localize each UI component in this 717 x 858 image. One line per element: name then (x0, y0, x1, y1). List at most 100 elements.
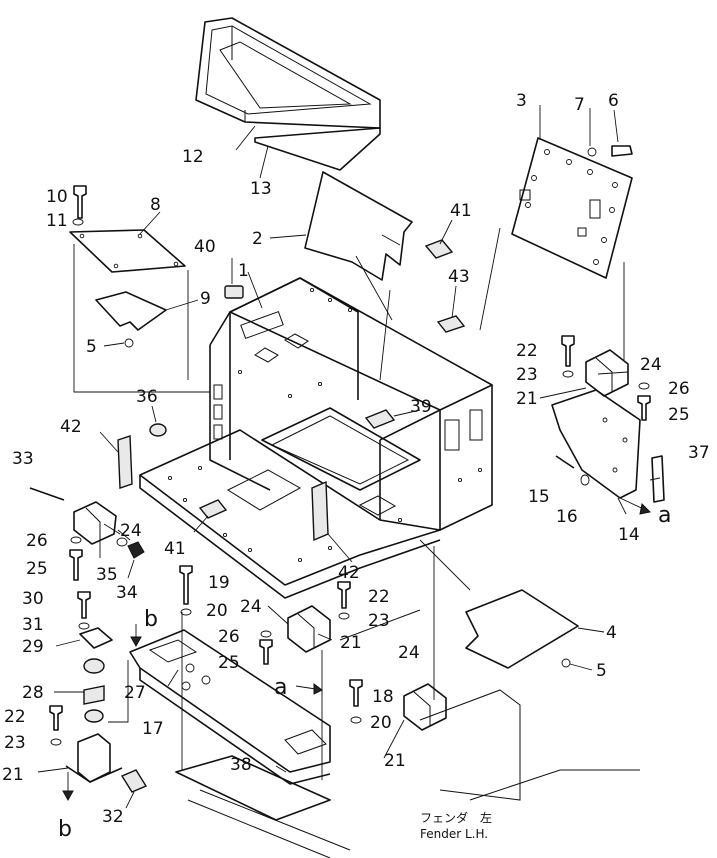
callout-7: 7 (574, 95, 585, 115)
reference-arrows (62, 497, 652, 802)
leader-lines (37, 105, 661, 809)
part-40-pad (224, 285, 244, 299)
callout-24-lower-right: 24 (398, 643, 420, 663)
part-32-pin (120, 769, 148, 793)
callout-22-lower: 22 (4, 707, 26, 727)
callout-17: 17 (142, 719, 164, 739)
part-1-main-frame (139, 277, 493, 599)
callout-19: 19 (208, 573, 230, 593)
part-24-mount-center (287, 605, 331, 653)
callout-34: 34 (116, 583, 138, 603)
callout-3: 3 (516, 91, 527, 111)
part-21-mount-lower-left (65, 733, 123, 783)
callout-8: 8 (150, 195, 161, 215)
callout-42-right: 42 (338, 563, 360, 583)
letter-a-right: a (658, 503, 671, 528)
callout-41-lower: 41 (164, 539, 186, 559)
callout-10: 10 (46, 187, 68, 207)
part-29-plate (79, 627, 113, 649)
callout-42-left: 42 (60, 417, 82, 437)
callout-12: 12 (182, 147, 204, 167)
part-13-plate (254, 127, 381, 171)
callout-5-upper: 5 (86, 337, 97, 357)
fender-label-japanese: フェンダ 左 (420, 810, 492, 825)
callout-2: 2 (252, 229, 263, 249)
callout-6: 6 (608, 91, 619, 111)
bolt-15 (555, 455, 575, 469)
callout-36: 36 (136, 387, 158, 407)
callout-43: 43 (448, 267, 470, 287)
bolt-22-lower (49, 705, 63, 731)
fender-label: フェンダ 左 Fender L.H. (420, 810, 492, 841)
bolt-6 (611, 145, 633, 157)
part-17-beam (129, 629, 331, 785)
callout-20-upper: 20 (206, 601, 228, 621)
callout-41-upper: 41 (450, 201, 472, 221)
callout-1: 1 (238, 261, 249, 281)
callout-40: 40 (194, 237, 216, 257)
part-36-plug (149, 423, 167, 437)
callout-16: 16 (556, 507, 578, 527)
part-5-washer-upper (124, 338, 134, 348)
part-41-pad-upper (424, 239, 454, 259)
callout-27: 27 (124, 683, 146, 703)
callout-22-upper: 22 (516, 341, 538, 361)
callout-11: 11 (46, 211, 68, 231)
callout-28: 28 (22, 683, 44, 703)
callout-21-lower-left: 21 (2, 765, 24, 785)
callout-21-center: 21 (340, 633, 362, 653)
callout-5-lower: 5 (596, 661, 607, 681)
callout-26-right: 26 (668, 379, 690, 399)
part-5-washer-lower (561, 658, 571, 668)
callout-39: 39 (410, 397, 432, 417)
bolt-33 (29, 487, 65, 501)
part-41-pad-lower (198, 499, 228, 519)
callout-38: 38 (230, 755, 252, 775)
callout-35: 35 (96, 565, 118, 585)
bolt-10 (73, 185, 87, 219)
part-37-strip (651, 455, 665, 503)
letter-b-top: b (144, 607, 158, 632)
callout-32: 32 (102, 807, 124, 827)
callout-31: 31 (22, 615, 44, 635)
part-28-cushion (83, 658, 105, 723)
callout-14: 14 (618, 525, 640, 545)
part-9-small-plate (95, 291, 167, 331)
part-3-side-plate (511, 137, 633, 279)
part-14-bracket (551, 389, 641, 499)
bolt-22-center (337, 581, 351, 609)
callout-21-lower-right: 21 (384, 751, 406, 771)
letter-b-bottom: b (58, 817, 72, 842)
bolt-25-left (69, 549, 83, 581)
callout-23-lower: 23 (4, 733, 26, 753)
callout-23-upper: 23 (516, 365, 538, 385)
callout-24-center: 24 (240, 597, 262, 617)
part-2-panel (304, 171, 413, 281)
part-43-pad (436, 315, 466, 333)
callout-26-center: 26 (218, 627, 240, 647)
callout-15: 15 (528, 487, 550, 507)
callout-26-left: 26 (26, 531, 48, 551)
callout-30: 30 (22, 589, 44, 609)
bolts (29, 145, 651, 731)
callout-22-center: 22 (368, 587, 390, 607)
callout-29: 29 (22, 637, 44, 657)
callout-9: 9 (200, 289, 211, 309)
washers-and-nuts (50, 147, 650, 746)
part-12-cover (195, 17, 381, 129)
part-38-chassis (175, 609, 640, 858)
part-8-cover-plate (69, 229, 186, 273)
bolt-19 (179, 565, 193, 605)
callout-20-lower: 20 (370, 713, 392, 733)
part-24-mount-upper-right (585, 349, 629, 397)
callout-24-left: 24 (120, 521, 142, 541)
callout-23-center: 23 (368, 611, 390, 631)
part-42-brackets (117, 435, 329, 542)
bolt-25-right (637, 395, 651, 421)
callout-4: 4 (606, 623, 617, 643)
fender-label-english: Fender L.H. (420, 827, 488, 841)
callout-25-left: 25 (26, 559, 48, 579)
reference-letters: a a b b (58, 503, 671, 842)
